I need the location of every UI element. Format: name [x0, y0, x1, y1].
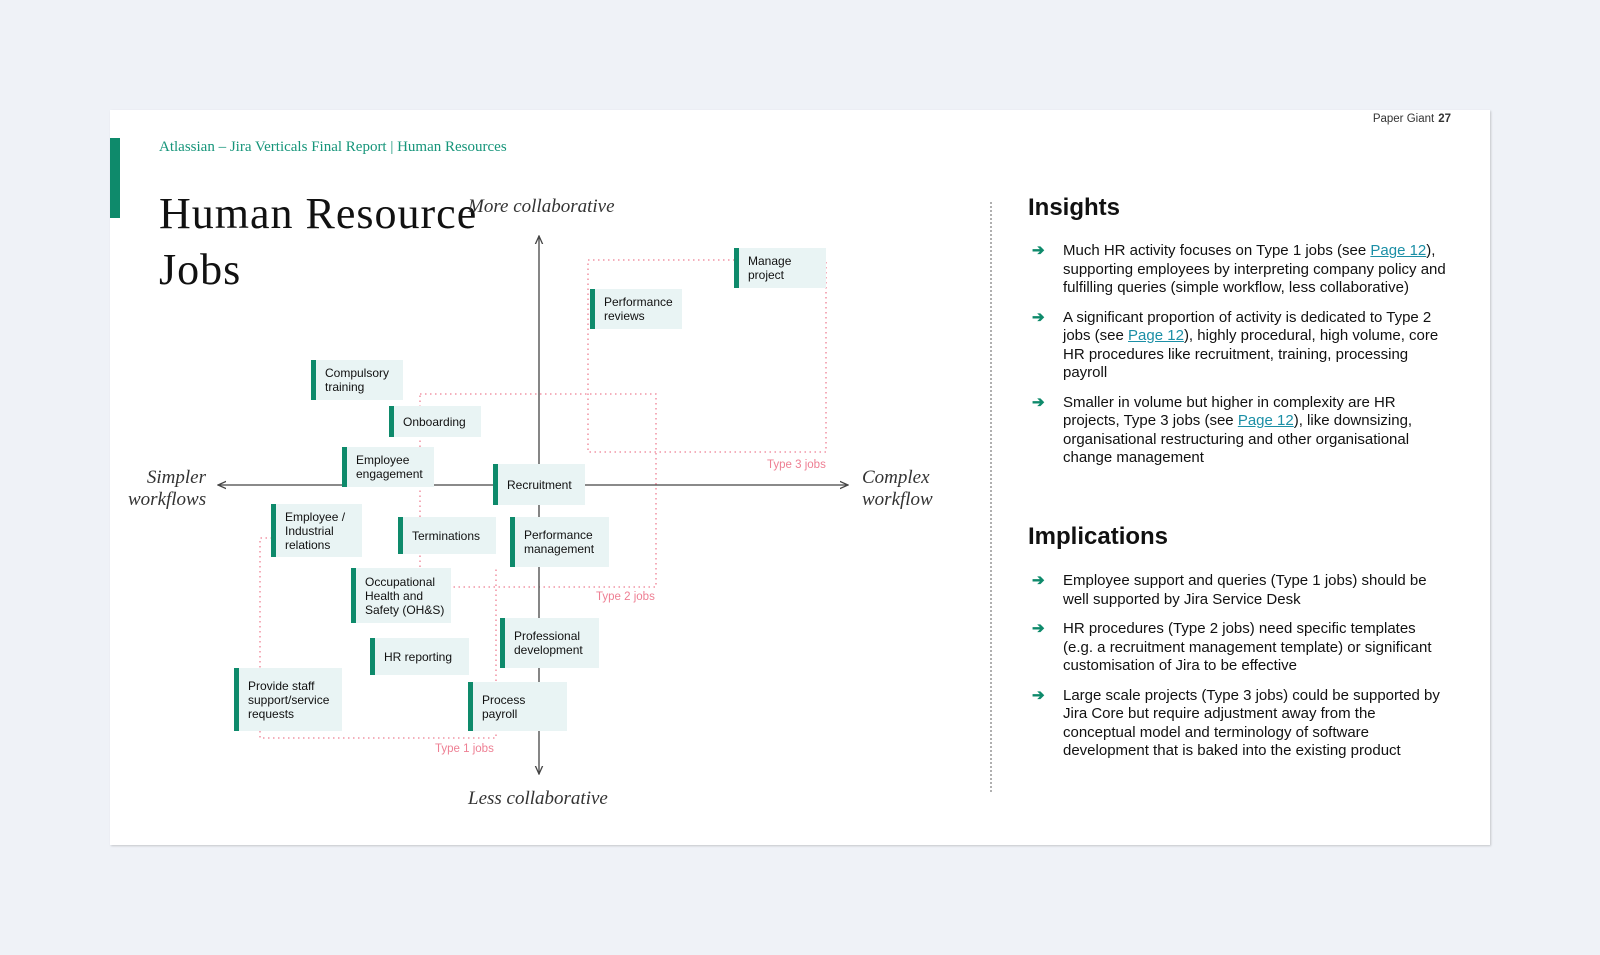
implication-text: Large scale projects (Type 3 jobs) could… — [1063, 686, 1440, 760]
insight-item: ➔ Much HR activity focuses on Type 1 job… — [1028, 242, 1448, 298]
axis-label-left: Simpler workflows — [128, 467, 207, 510]
insight-text-after: ), supporting employees by interpreting … — [1063, 242, 1446, 296]
job-provide-staff-support: Provide staff support/service requests — [234, 668, 342, 731]
type2-label: Type 2 jobs — [596, 591, 655, 603]
right-arrow-icon: ➔ — [1032, 393, 1045, 411]
right-arrow-icon: ➔ — [1032, 686, 1045, 704]
job-professional-development: Professional development — [500, 618, 599, 668]
job-employee-industrial-relations: Employee / Industrial relations — [271, 504, 362, 557]
type1-label: Type 1 jobs — [435, 743, 494, 755]
type2-group-outline — [419, 393, 657, 588]
insight-text-before: A significant proportion of activity is … — [1063, 308, 1432, 345]
insight-item: ➔ Smaller in volume but higher in comple… — [1028, 394, 1448, 468]
implications-list: ➔ Employee support and queries (Type 1 j… — [1028, 572, 1448, 772]
implication-item: ➔ HR procedures (Type 2 jobs) need speci… — [1028, 620, 1448, 676]
page-number: 27 — [1438, 113, 1451, 125]
insights-list: ➔ Much HR activity focuses on Type 1 job… — [1028, 242, 1448, 479]
insight-text-before: Smaller in volume but higher in complexi… — [1063, 393, 1396, 430]
implication-text: HR procedures (Type 2 jobs) need specifi… — [1063, 620, 1432, 674]
implication-item: ➔ Large scale projects (Type 3 jobs) cou… — [1028, 687, 1448, 761]
job-hr-reporting: HR reporting — [370, 638, 469, 675]
job-manage-project: Manage project — [734, 248, 826, 288]
right-arrow-icon: ➔ — [1032, 572, 1045, 589]
insight-text-after: ), like downsizing, organisational restr… — [1063, 412, 1413, 466]
job-onboarding: Onboarding — [389, 406, 481, 437]
job-performance-management: Performance management — [510, 517, 609, 567]
implication-text: Employee support and queries (Type 1 job… — [1063, 572, 1427, 608]
report-page: Atlassian – Jira Verticals Final Report … — [110, 110, 1490, 845]
job-terminations: Terminations — [398, 517, 496, 554]
implications-title: Implications — [1028, 523, 1169, 550]
report-header: Atlassian – Jira Verticals Final Report … — [159, 139, 507, 155]
accent-bar — [110, 138, 120, 218]
job-performance-reviews: Performance reviews — [590, 289, 682, 329]
job-occupational-health-safety: Occupational Health and Safety (OH&S) — [351, 568, 451, 623]
insight-text-after: ), highly procedural, high volume, core … — [1063, 327, 1439, 381]
insights-title: Insights — [1028, 194, 1121, 221]
insight-text-before: Much HR activity focuses on Type 1 jobs … — [1063, 242, 1371, 259]
job-compulsory-training: Compulsory training — [311, 360, 403, 400]
page-12-link[interactable]: Page 12 — [1237, 412, 1294, 429]
axis-label-top: More collaborative — [468, 196, 615, 217]
page-12-link[interactable]: Page 12 — [1128, 327, 1184, 344]
axis-label-bottom: Less collaborative — [468, 788, 608, 809]
page-12-link[interactable]: Page 12 — [1370, 242, 1427, 259]
type1-group-outline — [259, 537, 497, 739]
right-arrow-icon: ➔ — [1032, 308, 1045, 326]
right-arrow-icon: ➔ — [1032, 242, 1045, 259]
publisher-name: Paper Giant — [1372, 113, 1435, 125]
column-divider — [990, 202, 992, 792]
job-employee-engagement: Employee engagement — [342, 447, 434, 487]
axis-label-right: Complex workflow — [862, 467, 933, 510]
right-arrow-icon: ➔ — [1032, 620, 1045, 637]
job-process-payroll: Process payroll — [468, 682, 567, 731]
type3-label: Type 3 jobs — [767, 459, 826, 471]
implication-item: ➔ Employee support and queries (Type 1 j… — [1028, 572, 1448, 609]
page-title: Human Resource Jobs — [159, 189, 478, 294]
job-recruitment: Recruitment — [493, 464, 585, 505]
insight-item: ➔ A significant proportion of activity i… — [1028, 309, 1448, 383]
